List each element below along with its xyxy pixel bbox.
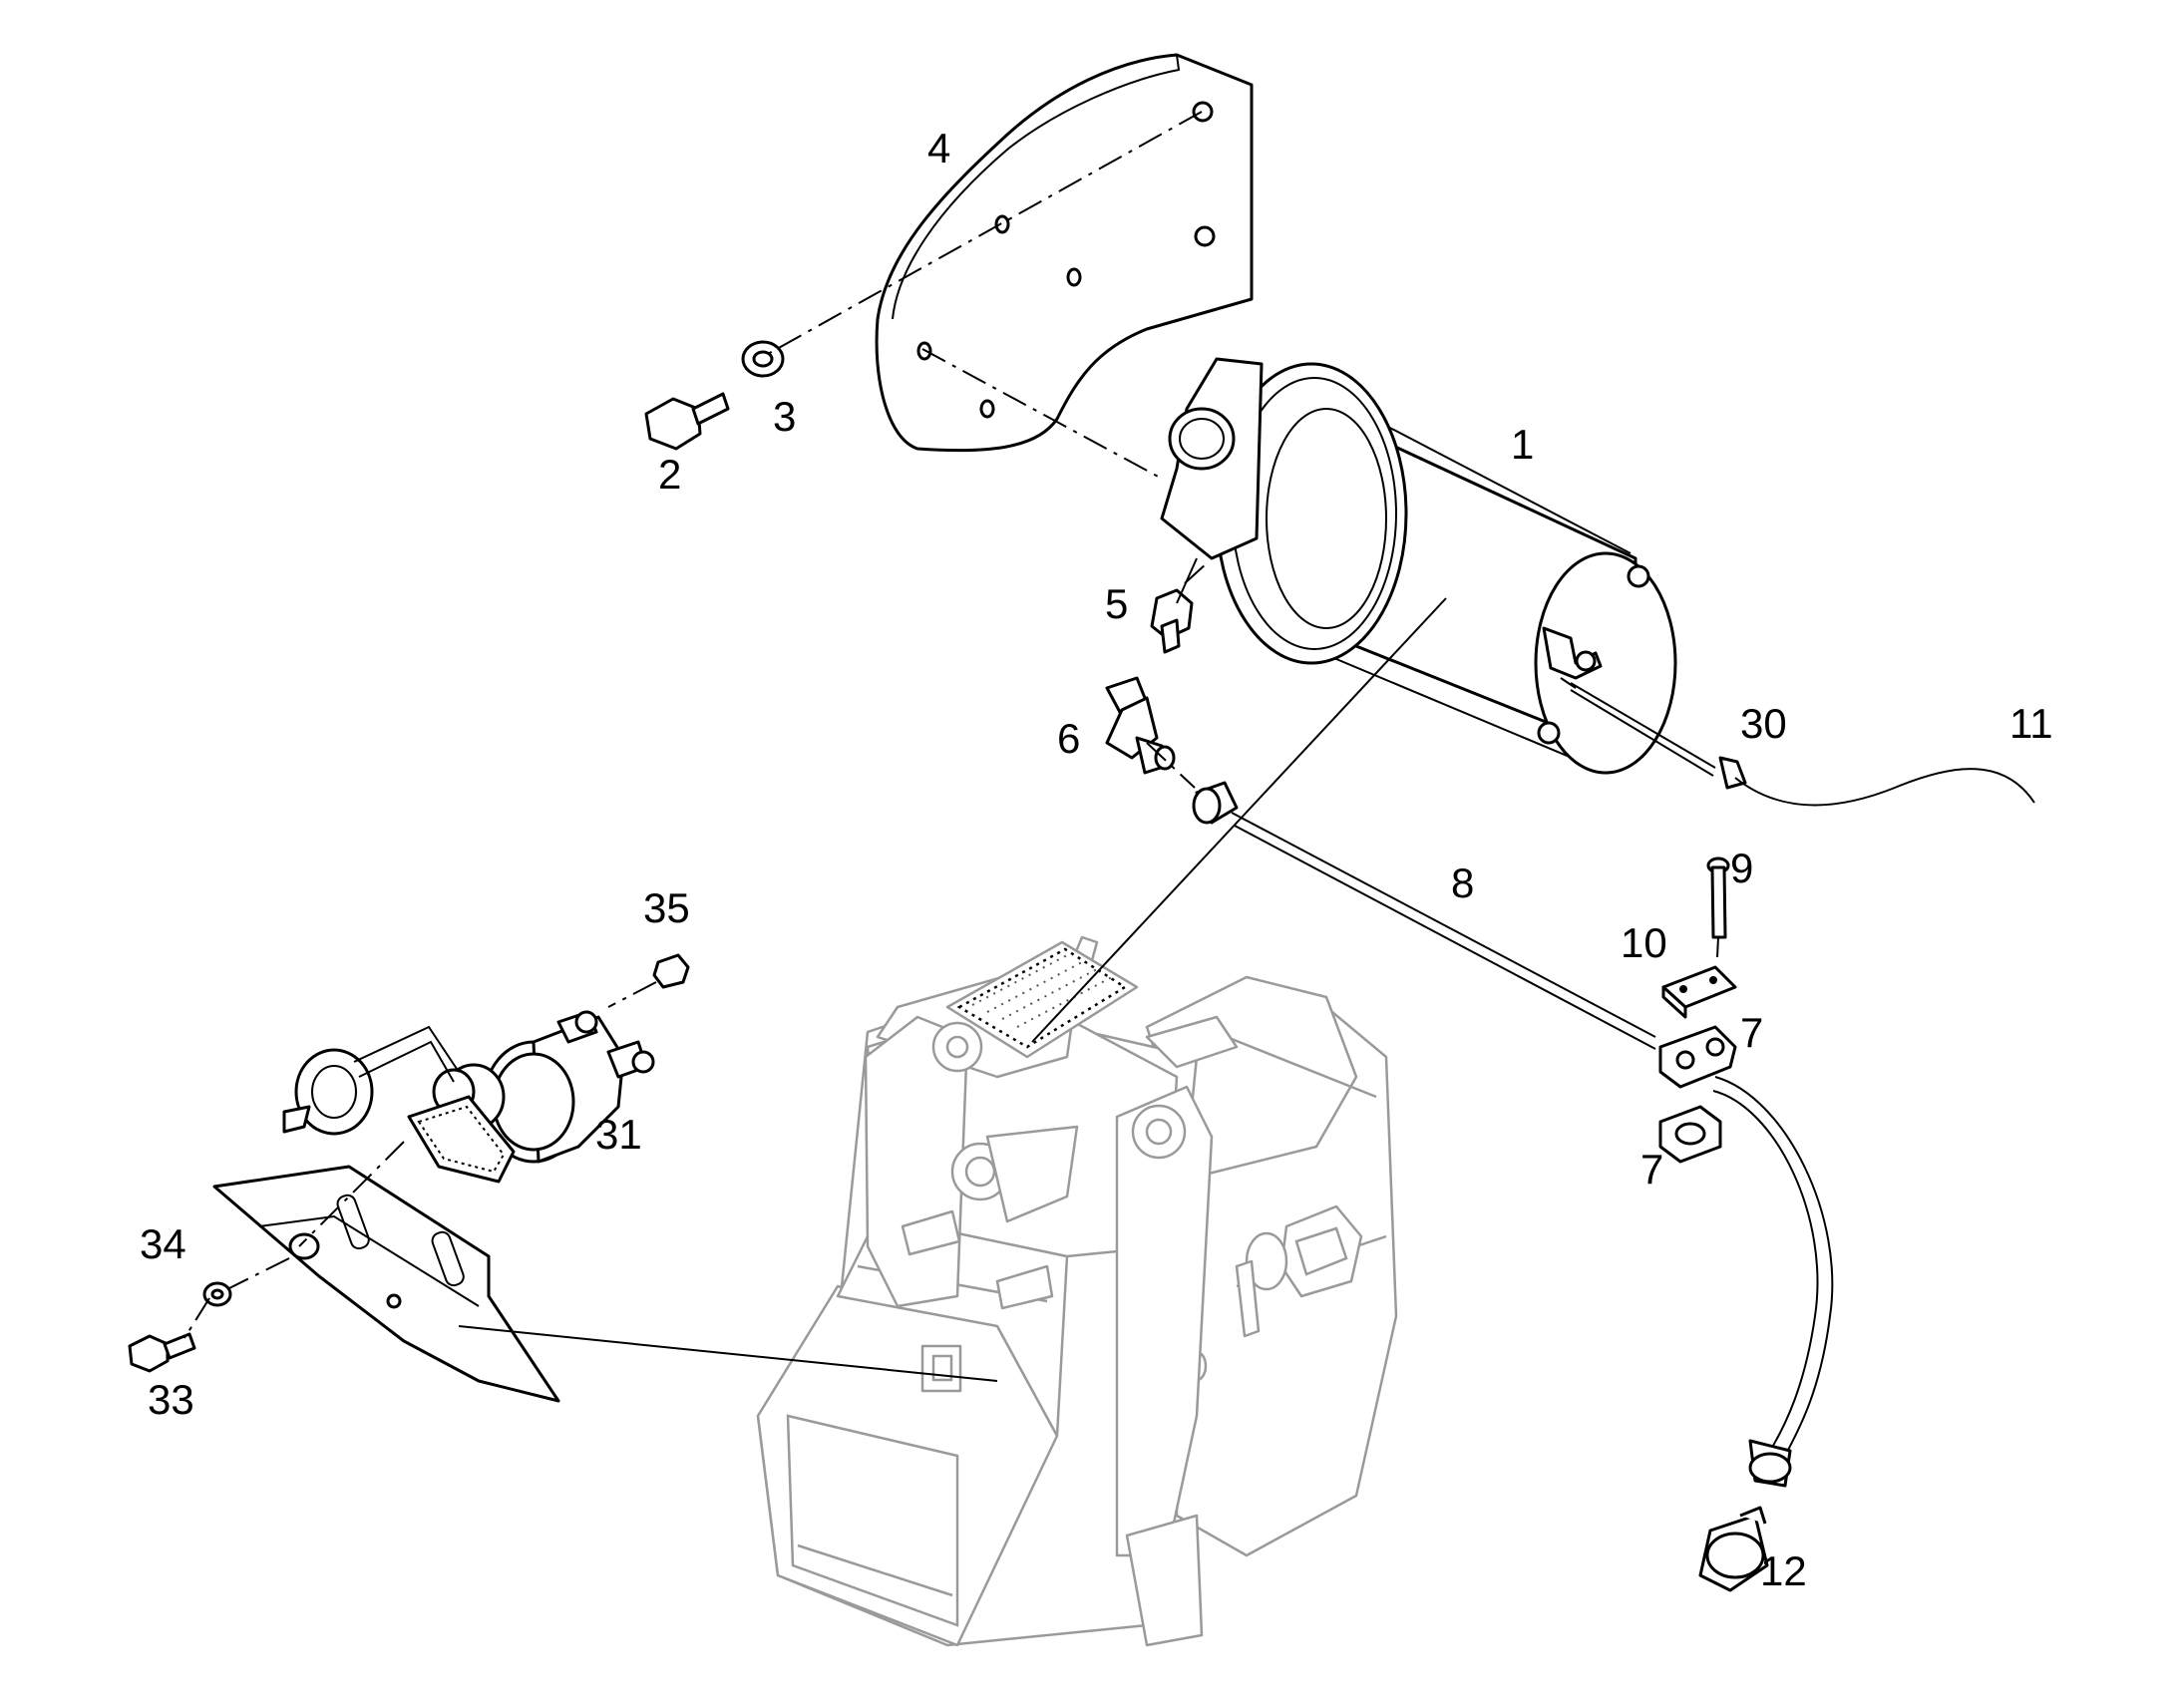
callout-35: 35 bbox=[643, 884, 690, 931]
callout-7-lower: 7 bbox=[1640, 1146, 1663, 1193]
filter-canister bbox=[1160, 357, 1677, 775]
switch-mounting-plate bbox=[212, 1165, 560, 1403]
washer-3 bbox=[741, 340, 785, 378]
callout-9: 9 bbox=[1730, 845, 1753, 891]
step-plate bbox=[945, 940, 1139, 1059]
callout-6: 6 bbox=[1057, 715, 1080, 762]
callout-33: 33 bbox=[148, 1376, 194, 1423]
fitting-5 bbox=[1150, 557, 1198, 654]
callout-5: 5 bbox=[1105, 580, 1128, 627]
callout-labels: 1 2 3 4 5 6 7 7 8 9 10 11 12 30 31 33 34… bbox=[140, 125, 2053, 1594]
callout-2: 2 bbox=[658, 451, 681, 498]
connector-12 bbox=[1698, 1506, 1769, 1592]
nut-35 bbox=[652, 953, 690, 989]
callout-8: 8 bbox=[1451, 859, 1474, 906]
callout-3: 3 bbox=[773, 393, 796, 440]
callout-10: 10 bbox=[1621, 919, 1667, 966]
mounting-bracket bbox=[875, 53, 1254, 453]
cable-and-grommet bbox=[1570, 682, 2035, 807]
washer-34 bbox=[202, 1281, 232, 1307]
callout-7-upper: 7 bbox=[1740, 1009, 1763, 1056]
hose-8 bbox=[1192, 781, 1834, 1488]
clamp-7-upper bbox=[1658, 1025, 1737, 1089]
elbow-fitting-6 bbox=[1105, 676, 1176, 775]
bolt-2 bbox=[644, 392, 730, 451]
callout-31: 31 bbox=[595, 1111, 642, 1158]
callout-11: 11 bbox=[2009, 700, 2053, 747]
bolt-9 bbox=[1706, 856, 1730, 939]
callout-4: 4 bbox=[927, 125, 950, 171]
clamp-plate-10 bbox=[1661, 965, 1737, 1019]
callout-34: 34 bbox=[140, 1220, 186, 1267]
callout-1: 1 bbox=[1511, 421, 1534, 468]
clamp-7-lower bbox=[1658, 1105, 1722, 1164]
callout-30: 30 bbox=[1740, 700, 1787, 747]
leader-lines bbox=[458, 597, 1447, 1382]
machine-frame bbox=[756, 935, 1398, 1647]
bolt-33 bbox=[128, 1332, 196, 1373]
battery-isolator-switch-31 bbox=[282, 1010, 655, 1184]
callout-12: 12 bbox=[1760, 1547, 1807, 1594]
assembly-center-lines bbox=[183, 111, 1719, 1339]
